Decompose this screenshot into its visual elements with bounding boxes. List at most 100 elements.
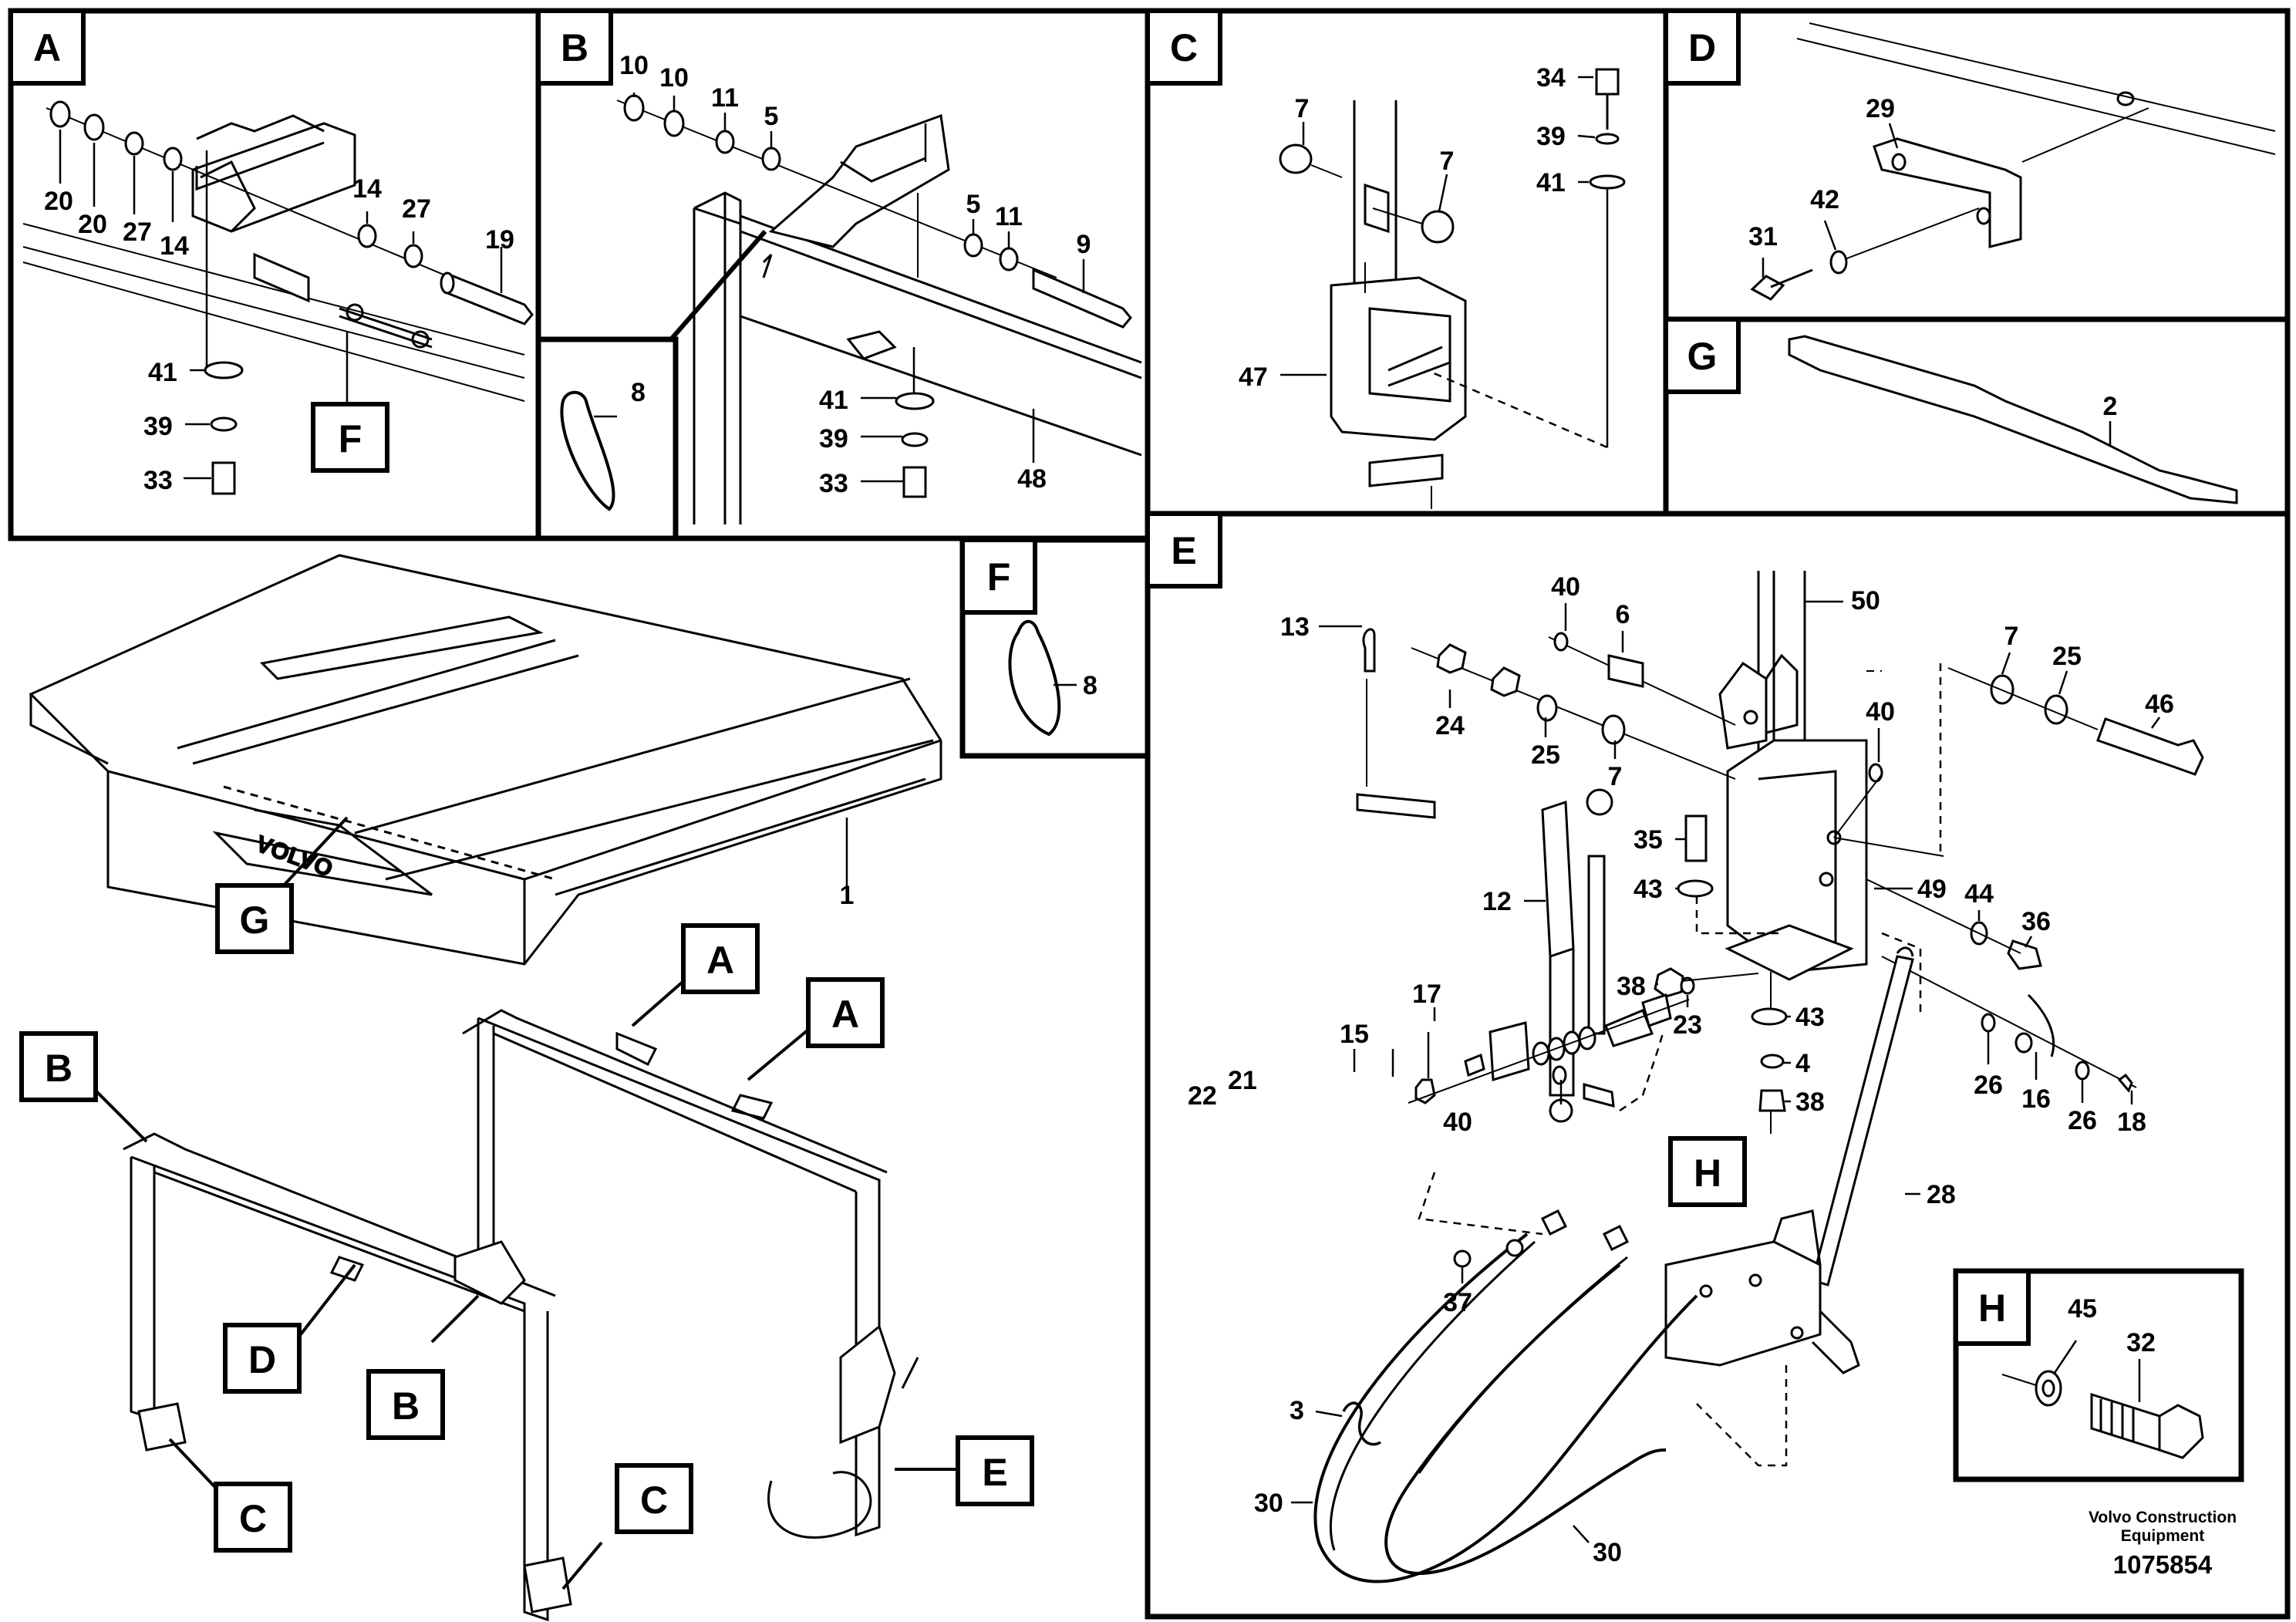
panel-h-leaders [2053,1340,2141,1402]
part-label-5: 5 [764,102,779,131]
part-label-41: 41 [148,358,177,387]
part-label-33: 33 [143,466,173,495]
panel-letter-b: B [536,8,613,86]
part-label-43: 43 [1795,1003,1825,1032]
part-label-36: 36 [2021,907,2051,936]
part-label-16: 16 [2021,1084,2051,1114]
panel-e-drawing [1313,571,2204,1583]
part-label-47: 47 [1239,363,1268,392]
callout-e-text: E [982,1451,1007,1494]
callout-c-2: C [561,1463,693,1590]
part-label-3: 3 [1290,1396,1304,1425]
panel-letter-g: G [1664,317,1741,394]
callout-d-text: D [248,1338,276,1381]
part-label-6: 6 [1616,600,1630,629]
panel-b-leaders [594,93,1085,483]
part-label-37: 37 [1443,1288,1472,1317]
panel-letter-a: A [8,8,86,86]
panel-e-labels: 13 40 6 50 24 25 7 7 25 46 40 35 43 12 4… [1188,572,2174,1567]
callout-h-text: H [1694,1152,1721,1195]
part-label-20: 20 [44,187,73,216]
panel-d-labels: 29 42 31 [1748,94,1895,251]
callout-d: D [223,1263,356,1394]
part-label-33: 33 [819,469,848,498]
part-label-48: 48 [1017,464,1047,494]
panel-letter-d: D [1664,8,1741,86]
part-label-45: 45 [2068,1294,2097,1324]
part-label-2: 2 [2103,392,2118,421]
main-assembly-drawing: VOLVO [29,554,942,1622]
part-label-7: 7 [1440,147,1455,176]
part-label-32: 32 [2126,1328,2156,1357]
part-label-5: 5 [966,190,981,219]
panel-e-leaders [1291,600,2161,1543]
callout-a-text: A [831,993,859,1036]
part-label-31: 31 [1748,222,1778,251]
part-label-46: 46 [2145,690,2174,719]
part-label-39: 39 [1536,122,1566,151]
panel-a-drawing [22,100,534,495]
callout-a-1: A [631,923,760,1027]
panel-b-drawing [560,94,1142,524]
credit-company: Volvo Construction [2089,1509,2237,1526]
part-label-40: 40 [1443,1108,1472,1137]
panel-letter-f: F [960,538,1037,615]
panel-f-drawing [1008,619,1061,737]
part-label-29: 29 [1866,94,1895,123]
callout-f-in-a: F [311,402,389,473]
part-label-1: 1 [840,881,855,910]
part-label-8: 8 [1083,671,1097,700]
panel-h-frame [1953,1268,2244,1482]
part-label-40: 40 [1551,572,1580,602]
panel-e-frame [1145,511,2291,1620]
panel-letter-g-text: G [1687,335,1718,378]
panel-c-drawing [1279,68,1626,509]
part-label-11: 11 [711,83,739,113]
part-label-27: 27 [123,218,152,247]
part-label-38: 38 [1795,1088,1825,1117]
panel-letter-c-text: C [1170,26,1198,69]
callout-b-text: B [392,1384,420,1428]
part-label-42: 42 [1810,185,1839,214]
part-label-7: 7 [1608,762,1623,791]
part-label-4: 4 [1795,1049,1810,1078]
callout-a-text: A [706,939,734,982]
part-label-22: 22 [1188,1081,1217,1111]
part-label-8: 8 [631,378,646,407]
panel-a-labels: 20 20 27 14 14 27 19 41 39 33 [44,174,514,495]
callout-c-text: C [239,1497,267,1540]
part-label-10: 10 [659,63,689,93]
part-label-25: 25 [1531,740,1560,770]
callout-a-2: A [747,977,885,1081]
panel-letter-d-text: D [1688,26,1716,69]
panel-h-drawing [2001,1370,2204,1459]
part-label-9: 9 [1077,230,1091,259]
part-label-19: 19 [485,225,514,255]
callout-g: G [215,816,349,954]
main-callouts: G A A B B C C [19,816,1034,1590]
part-label-38: 38 [1617,972,1646,1001]
part-label-18: 18 [2117,1108,2146,1137]
part-label-30: 30 [1593,1538,1622,1567]
callout-b-1: B [19,1031,148,1143]
part-label-24: 24 [1435,711,1465,740]
part-label-7: 7 [1295,94,1310,123]
panel-letter-b-text: B [561,26,588,69]
panel-d-drawing [1750,22,2276,301]
part-label-17: 17 [1412,980,1441,1009]
part-label-14: 14 [352,174,382,204]
part-label-40: 40 [1866,697,1895,727]
part-label-26: 26 [1974,1071,2003,1100]
part-label-43: 43 [1633,875,1663,904]
callout-c-1: C [168,1438,292,1553]
part-label-10: 10 [619,51,649,80]
panel-c-labels: 7 7 34 39 41 47 [1239,63,1566,392]
callout-h-in-e: H [1668,1136,1747,1207]
part-label-49: 49 [1917,875,1947,904]
panel-letter-e: E [1145,511,1222,588]
part-label-27: 27 [402,194,431,224]
panel-letter-a-text: A [33,26,61,69]
callout-c-text: C [640,1479,668,1522]
part-label-23: 23 [1673,1010,1702,1040]
